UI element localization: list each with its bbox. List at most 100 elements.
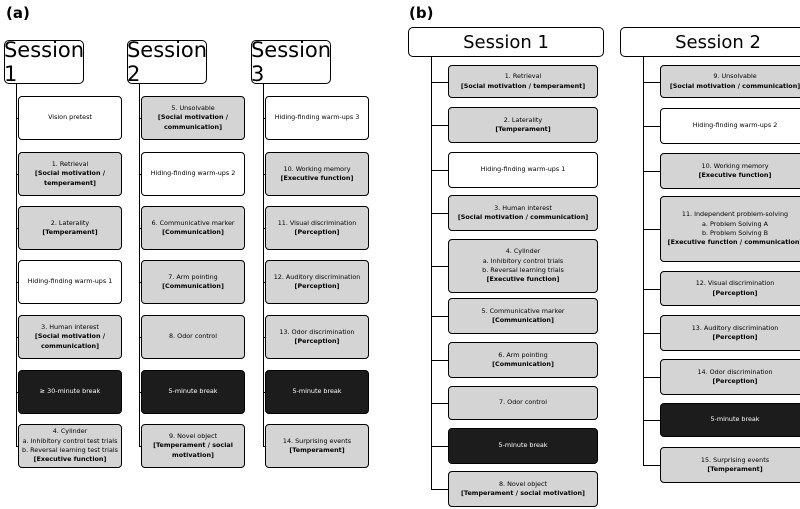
panel-a-session-2-6-communicative-marker-box: 6. Communicative marker[Communication] — [141, 206, 245, 250]
panel-a-session-2-connector-branch — [139, 282, 141, 283]
panel-a-session-3-hiding-finding-warm-ups-3-box: Hiding-finding warm-ups 3 — [265, 96, 369, 140]
task-label: Vision pretest — [48, 113, 92, 122]
task-label: 9. Unsolvable — [713, 72, 757, 81]
panel-a-session-1-2-laterality-box: 2. Laterality[Temperament] — [18, 206, 122, 250]
task-label: b. Problem Solving B — [701, 229, 769, 237]
task-label: 3. Human interest — [41, 323, 99, 332]
task-domain-label: [Social motivation / — [157, 113, 229, 122]
panel-a-session-1-connector-branch — [16, 392, 18, 393]
panel-b-session-1-connector-branch — [431, 170, 448, 171]
panel-b-session-1-7-odor-control-box: 7. Odor control — [448, 386, 598, 420]
task-label: 6. Arm pointing — [498, 350, 548, 359]
panel-a-session-2-hiding-finding-warm-ups-2-box: Hiding-finding warm-ups 2 — [141, 152, 245, 196]
panel-a-session-2-connector-branch — [139, 392, 141, 393]
task-label: 4. Cylinder — [52, 427, 88, 436]
panel-a-session-3-10-working-memory-box: 10. Working memory[Executive function] — [265, 152, 369, 196]
task-label: 2. Laterality — [50, 218, 90, 227]
panel-a-session-1-connector-branch — [16, 337, 18, 338]
task-domain-label: [Perception] — [294, 282, 340, 290]
panel-b-session-2-connector-trunk — [643, 57, 644, 465]
panel-a-session-3-title: Session 3 — [250, 38, 332, 86]
panel-a-label: (a) — [6, 4, 30, 22]
task-label: 5. Unsolvable — [171, 104, 215, 113]
task-label: Hiding-finding warm-ups 2 — [692, 121, 778, 130]
task-domain-label: [Perception] — [712, 333, 758, 341]
panel-b-session-1-connector-branch — [431, 266, 448, 267]
panel-a-session-3-5-minute-break-box: 5-minute break — [265, 370, 369, 414]
panel-a-session-3-connector-trunk — [263, 84, 264, 446]
task-label: 8. Novel object — [498, 479, 548, 488]
task-domain-label: [Executive function / communication] — [667, 238, 800, 247]
task-domain-label: [Social motivation / temperament] — [34, 169, 106, 187]
panel-a-session-1-vision-pretest-box: Vision pretest — [18, 96, 122, 140]
panel-b-session-1-hiding-finding-warm-ups-1-box: Hiding-finding warm-ups 1 — [448, 152, 598, 188]
task-domain-label: [Executive function] — [486, 275, 560, 284]
panel-b-session-1-connector-branch — [431, 316, 448, 317]
panel-a-session-2-5-unsolvable-box: 5. Unsolvable[Social motivation /communi… — [141, 96, 245, 140]
panel-b-session-2-connector-branch — [643, 288, 660, 290]
task-domain-label: [Executive function] — [698, 171, 772, 179]
task-label: 8. Odor control — [169, 332, 217, 341]
panel-a-session-3-11-visual-discrimination-box: 11. Visual discrimination[Perception] — [265, 206, 369, 250]
panel-b-session-1-connector-branch — [431, 81, 448, 83]
panel-b-session-1-1-retrieval-box: 1. Retrieval[Social motivation / tempera… — [448, 65, 598, 98]
panel-b-session-2-10-working-memory-box: 10. Working memory[Executive function] — [660, 153, 800, 189]
task-label: ≥ 30-minute break — [39, 387, 101, 396]
panel-b-session-1-6-arm-pointing-box: 6. Arm pointing[Communication] — [448, 342, 598, 378]
panel-b-session-1-connector-branch — [431, 403, 448, 404]
panel-b-session-2-title: Session 2 — [620, 27, 800, 57]
task-domain-label: [Temperament] — [495, 125, 551, 133]
task-label: a. Inhibitory control trials — [482, 256, 564, 265]
panel-a-session-1-connector-branch — [16, 228, 18, 229]
panel-b-session-1-connector-branch — [431, 213, 448, 214]
panel-a-session-1-connector-branch — [16, 174, 18, 175]
task-label: 5-minute break — [292, 387, 342, 396]
task-domain-label: communication] — [41, 341, 99, 350]
panel-b-session-1-connector-branch — [431, 360, 448, 361]
panel-a-session-2-connector-branch — [139, 118, 141, 119]
panel-b-session-1-5-minute-break-box: 5-minute break — [448, 428, 598, 464]
panel-b-session-1-connector-branch — [431, 489, 448, 490]
task-label: 10. Working memory — [701, 161, 769, 170]
task-label: b. Reversal learning test trials — [22, 446, 118, 454]
task-domain-label: [Social motivation / communication] — [669, 81, 800, 90]
task-label: 5-minute break — [710, 415, 760, 424]
panel-a-session-3-connector-branch — [263, 228, 265, 229]
task-domain-label: [Temperament / social motivation] — [461, 489, 585, 497]
task-label: Hiding-finding warm-ups 3 — [274, 113, 360, 122]
panel-b-session-2-connector-branch — [643, 420, 660, 421]
task-label: 7. Arm pointing — [168, 272, 218, 281]
panel-b-session-1-2-laterality-box: 2. Laterality[Temperament] — [448, 107, 598, 143]
panel-b-session-1-connector-branch — [431, 446, 448, 447]
panel-a-session-2-7-arm-pointing-box: 7. Arm pointing[Communication] — [141, 260, 245, 304]
task-label: 14. Odor discrimination — [697, 367, 773, 376]
panel-a-session-3-connector-branch — [263, 392, 265, 393]
task-domain-label: [Executive function] — [280, 174, 354, 182]
task-label: 9. Novel object — [168, 432, 218, 441]
panel-a-session-3-connector-branch — [263, 337, 265, 338]
panel-a-session-1-1-retrieval-box: 1. Retrieval[Social motivation / tempera… — [18, 152, 122, 196]
panel-a-session-1-connector-branch — [16, 118, 18, 119]
panel-b-session-1-connector-branch — [431, 125, 448, 126]
task-label: Hiding-finding warm-ups 1 — [480, 165, 566, 174]
panel-b-session-2-5-minute-break-box: 5-minute break — [660, 403, 800, 437]
panel-a-session-3-14-surprising-events-box: 14. Surprising events[Temperament] — [265, 424, 369, 468]
task-domain-label: [Social motivation / temperament] — [460, 81, 586, 90]
task-domain-label: [Communication] — [492, 360, 554, 368]
panel-b-session-2-connector-branch — [643, 333, 660, 334]
panel-a-session-1-30-minute-break-box: ≥ 30-minute break — [18, 370, 122, 414]
task-label: 12. Visual discrimination — [695, 279, 775, 288]
task-domain-label: [Temperament] — [707, 465, 763, 473]
panel-b-session-1-connector-trunk — [431, 57, 432, 489]
task-label: Hiding-finding warm-ups 2 — [150, 169, 236, 178]
panel-a-session-2-connector-branch — [139, 174, 141, 175]
panel-a-session-2-8-odor-control-box: 8. Odor control — [141, 315, 245, 359]
panel-b-session-2-connector-branch — [643, 229, 660, 230]
task-domain-label: [Communication] — [162, 228, 224, 236]
panel-a-session-1-connector-trunk — [16, 84, 17, 446]
panel-b-session-1-5-communicative-marker-box: 5. Communicative marker[Communication] — [448, 298, 598, 334]
panel-a-session-2-connector-trunk — [139, 84, 140, 446]
task-domain-label: [Perception] — [712, 288, 758, 297]
